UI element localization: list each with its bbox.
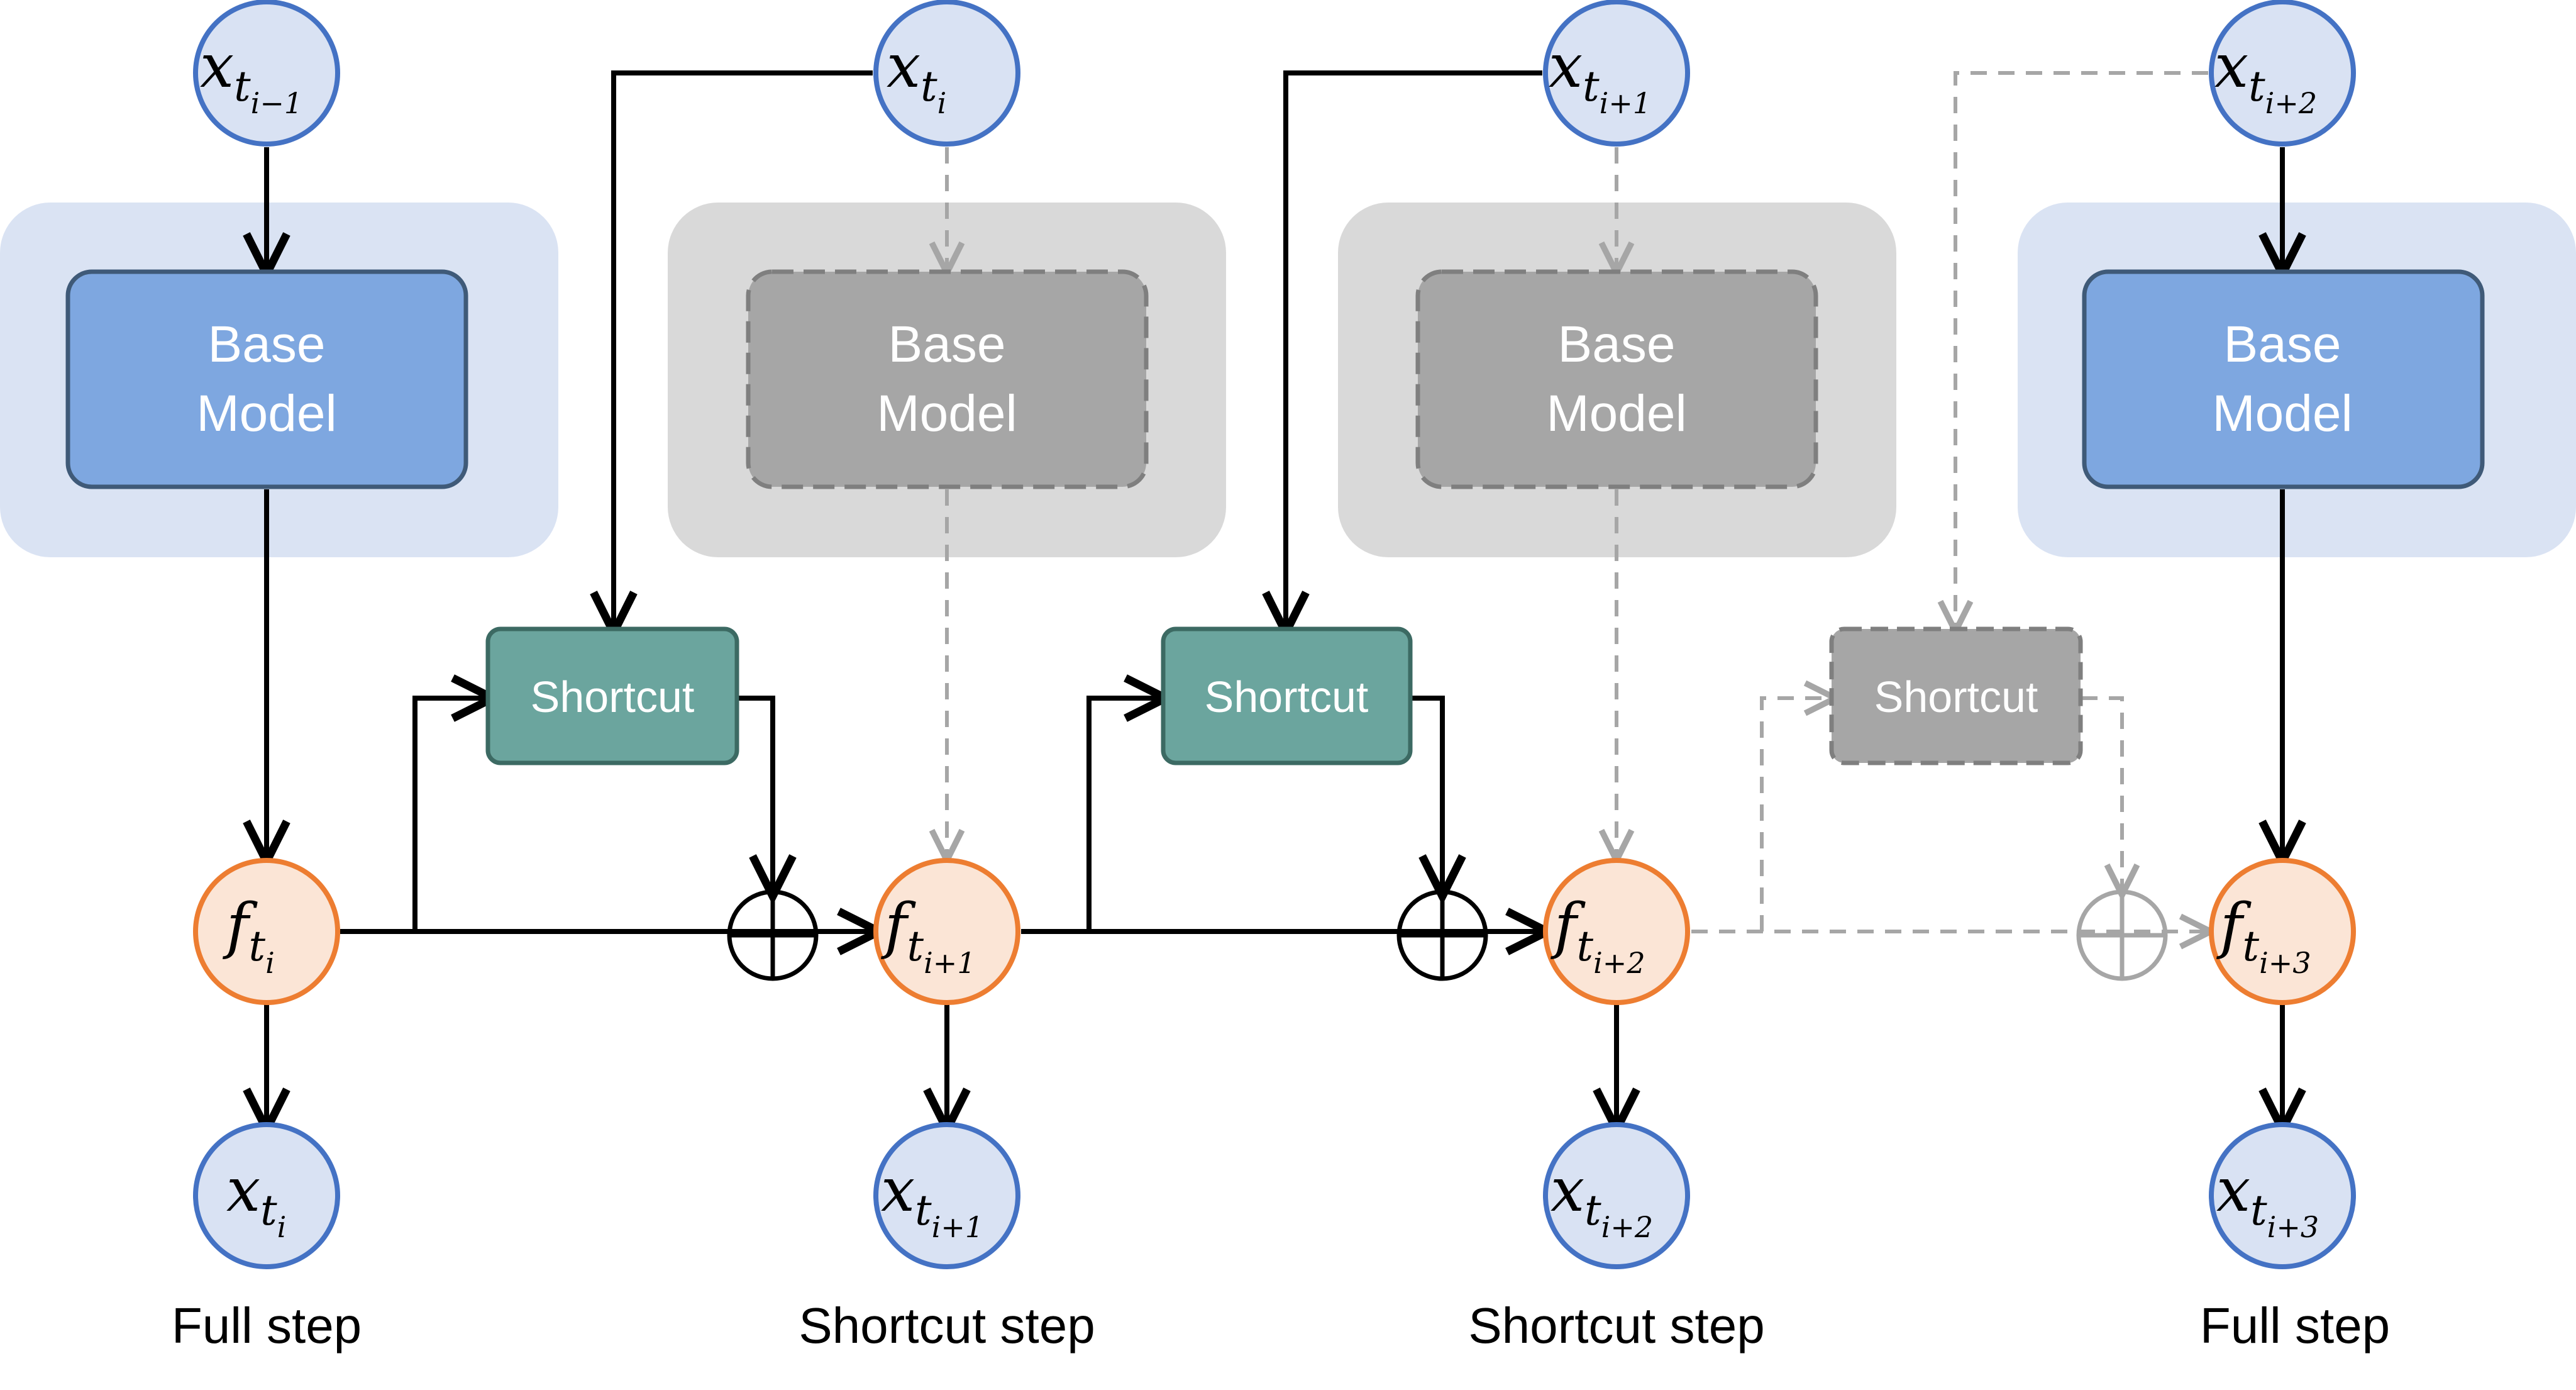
base-model-label-line1: Base	[888, 316, 1006, 373]
base-model-box-1: Base Model	[65, 269, 468, 489]
base-model-label-line2: Model	[2212, 385, 2352, 442]
svg-text:xti+2: xti+2	[1551, 1155, 1653, 1244]
base-model-label-line1: Base	[208, 316, 326, 373]
arrow-x-ti1-to-shortcut-2	[1286, 70, 1542, 628]
step-caption-3: Shortcut step	[1468, 1298, 1764, 1354]
f-node-1: fti	[193, 858, 340, 1005]
x-node-bottom-2: xti+1	[873, 1122, 1020, 1269]
f-node-4: fti+3	[2209, 858, 2356, 1005]
svg-text:xti+3: xti+3	[2216, 1155, 2319, 1244]
arrow-f1-to-shortcut-1	[412, 698, 488, 931]
base-model-label-line2: Model	[876, 385, 1017, 442]
x-node-top-1: xti−1	[193, 0, 340, 147]
arrow-f3-to-shortcut-3-skipped	[1760, 698, 1832, 931]
x-node-top-3: xti+1	[1543, 0, 1690, 147]
arrow-shortcut-2-to-plus-2	[1410, 696, 1442, 891]
shortcut-label: Shortcut	[1205, 672, 1369, 721]
arrow-x-ti-to-shortcut-1	[614, 70, 873, 628]
svg-text:fti+2: fti+2	[1551, 891, 1645, 980]
sum-node-3-skipped	[2076, 889, 2168, 981]
svg-text:fti+3: fti+3	[2216, 891, 2311, 980]
arrow-shortcut-1-to-plus-1	[739, 696, 773, 891]
base-model-box-3-skipped: Base Model	[1415, 269, 1818, 489]
step-caption-1: Full step	[172, 1298, 362, 1354]
svg-text:xti+1: xti+1	[1549, 31, 1651, 120]
shortcut-label: Shortcut	[1874, 672, 2038, 721]
base-model-label-line2: Model	[1546, 385, 1686, 442]
shortcut-label: Shortcut	[531, 672, 695, 721]
sum-node-1	[727, 889, 819, 981]
arrow-shortcut-3-to-plus-3-skipped	[2081, 696, 2122, 891]
base-model-box-4: Base Model	[2082, 269, 2485, 489]
f-node-2: fti+1	[873, 858, 1020, 1005]
shortcut-box-3-skipped: Shortcut	[1829, 626, 2083, 765]
arrow-x-ti2-to-shortcut-3-skipped	[1955, 71, 2208, 628]
step-caption-4: Full step	[2200, 1298, 2390, 1354]
x-node-top-2: xti	[873, 0, 1020, 147]
step-caption-2: Shortcut step	[799, 1298, 1095, 1354]
svg-text:xti: xti	[887, 31, 946, 120]
svg-text:xti: xti	[226, 1155, 286, 1244]
base-model-label-line2: Model	[196, 385, 336, 442]
shortcut-box-2: Shortcut	[1161, 626, 1413, 765]
svg-text:xti+2: xti+2	[2214, 31, 2317, 120]
x-node-bottom-1: xti	[193, 1122, 340, 1269]
x-node-bottom-3: xti+2	[1543, 1122, 1690, 1269]
base-model-box-2-skipped: Base Model	[746, 269, 1149, 489]
svg-text:fti+1: fti+1	[881, 891, 976, 980]
svg-text:xti+1: xti+1	[881, 1155, 983, 1244]
base-model-label-line1: Base	[2224, 316, 2341, 373]
arrow-f2-to-shortcut-2	[1086, 698, 1161, 931]
f-node-3: fti+2	[1543, 858, 1690, 1005]
sum-node-2	[1396, 889, 1488, 981]
svg-text:xti−1: xti−1	[200, 31, 302, 120]
base-model-label-line1: Base	[1558, 316, 1676, 373]
x-node-top-4: xti+2	[2209, 0, 2356, 147]
shortcut-box-1: Shortcut	[485, 626, 739, 765]
x-node-bottom-4: xti+3	[2209, 1122, 2356, 1269]
